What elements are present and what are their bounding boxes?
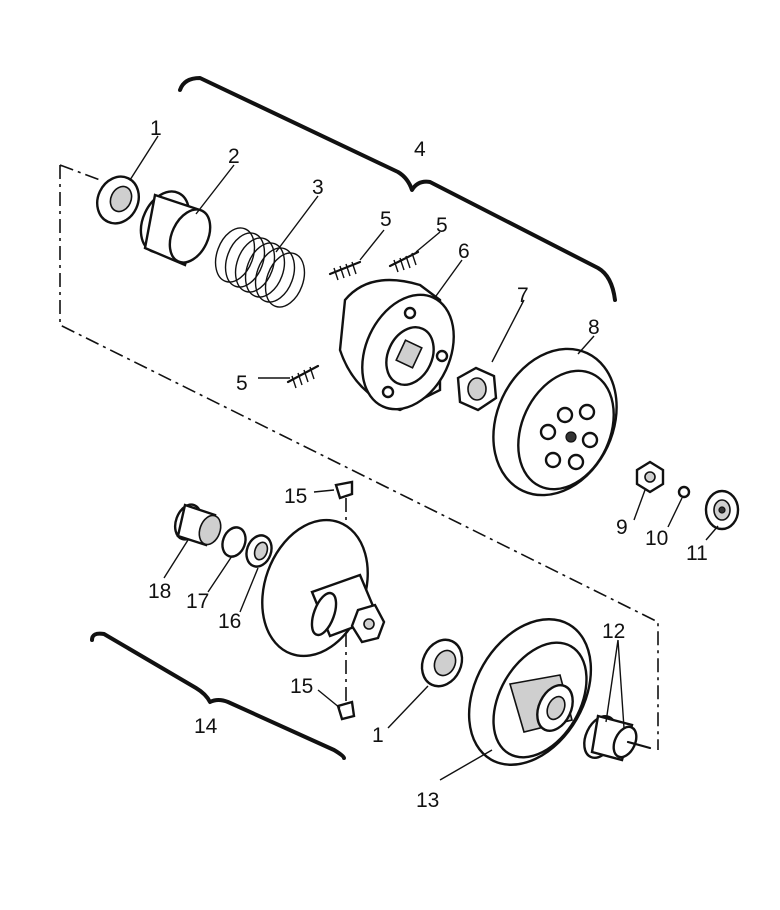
callout-15: 15 [284,485,307,508]
part-9-nut [635,460,665,494]
part-13-driven-pulley [467,618,593,766]
brace-group-14 [90,631,346,760]
callout-8: 8 [588,316,600,339]
part-3-spring [214,227,306,308]
callout-5: 5 [380,208,392,231]
callout-5: 5 [236,372,248,395]
assembly-outline [59,164,659,750]
callout-6: 6 [458,240,470,263]
part-1-seal-ring [96,175,140,225]
callout-4: 4 [414,138,426,161]
part-12-collar [583,714,652,762]
part-5-spring-b [388,250,420,273]
part-5-spring-a [328,260,362,281]
part-5-spring-c [286,364,320,389]
callout-14: 14 [194,715,218,738]
brace-group-4 [178,76,617,302]
callout-18: 18 [148,580,171,603]
callout-12: 12 [602,620,625,643]
part-6-clutch-shoe-assembly [338,278,455,412]
callout-3: 3 [312,176,324,199]
part-1-seal-ring-bottom [420,638,464,688]
callout-1: 1 [372,724,384,747]
callout-7: 7 [517,284,529,307]
part-7-nut [456,366,498,412]
part-15-pin-top [334,480,354,500]
part-16-seal [245,534,273,568]
part-14-drive-face [261,518,386,658]
callout-5: 5 [436,214,448,237]
part-11-bearing [704,489,740,531]
part-15-pin-bottom [336,700,356,721]
callout-9: 9 [616,516,628,539]
part-8-clutch-bell [492,347,618,497]
leader-lines [129,135,719,781]
callout-11: 11 [686,542,708,565]
callout-2: 2 [228,145,240,168]
part-18-needle-bearing [173,503,222,547]
callout-1: 1 [150,117,162,140]
part-17-circlip [221,526,247,558]
callout-13: 13 [416,789,439,812]
part-10-washer [677,485,691,499]
callout-17: 17 [186,590,209,613]
callout-10: 10 [645,527,668,550]
callout-16: 16 [218,610,241,633]
part-2-bushing [139,190,212,267]
callout-15: 15 [290,675,313,698]
